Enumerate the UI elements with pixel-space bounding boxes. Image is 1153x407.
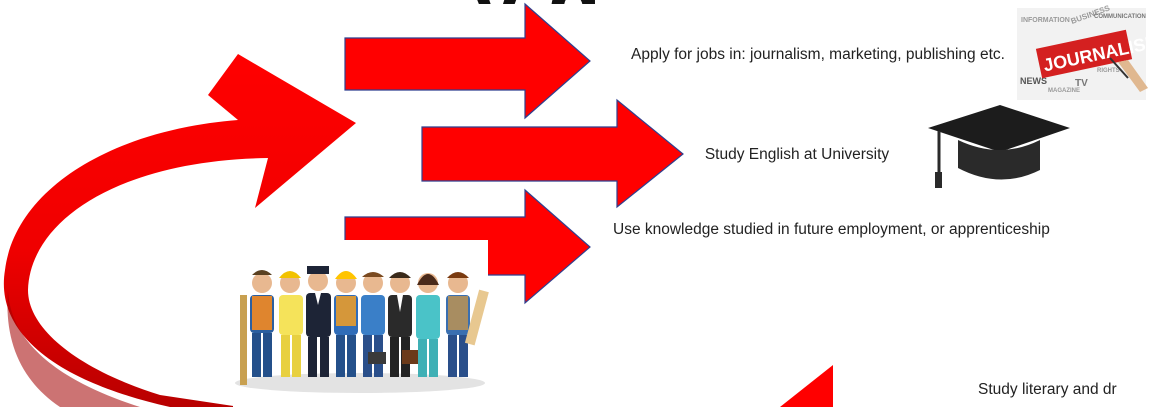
- employment-label: Use knowledge studied in future employme…: [613, 221, 1050, 238]
- graduation-cap-icon: [928, 105, 1070, 188]
- slide-title-fragment: y g: [472, 0, 602, 4]
- university-label: Study English at University: [704, 146, 890, 163]
- svg-text:TV: TV: [1075, 78, 1088, 89]
- svg-text:NEWS: NEWS: [1020, 76, 1047, 86]
- partial-arrow-icon: [780, 365, 833, 407]
- arrow-to-jobs-icon: [344, 2, 591, 120]
- literary-study-label: Study literary and dr: [978, 381, 1117, 398]
- journalism-collage-image: INFORMATION BUSINESS COMMUNICATION NEWS …: [1017, 3, 1153, 100]
- curved-return-arrow-icon: [3, 54, 357, 407]
- svg-text:MAGAZINE: MAGAZINE: [1048, 88, 1080, 94]
- arrow-to-university-icon: [421, 98, 684, 209]
- svg-text:RIGHTS: RIGHTS: [1097, 68, 1120, 74]
- svg-text:INFORMATION: INFORMATION: [1021, 17, 1070, 24]
- svg-text:COMMUNICATION: COMMUNICATION: [1094, 14, 1146, 20]
- jobs-label: Apply for jobs in: journalism, marketing…: [631, 46, 1005, 63]
- workers-group-image: [233, 240, 489, 407]
